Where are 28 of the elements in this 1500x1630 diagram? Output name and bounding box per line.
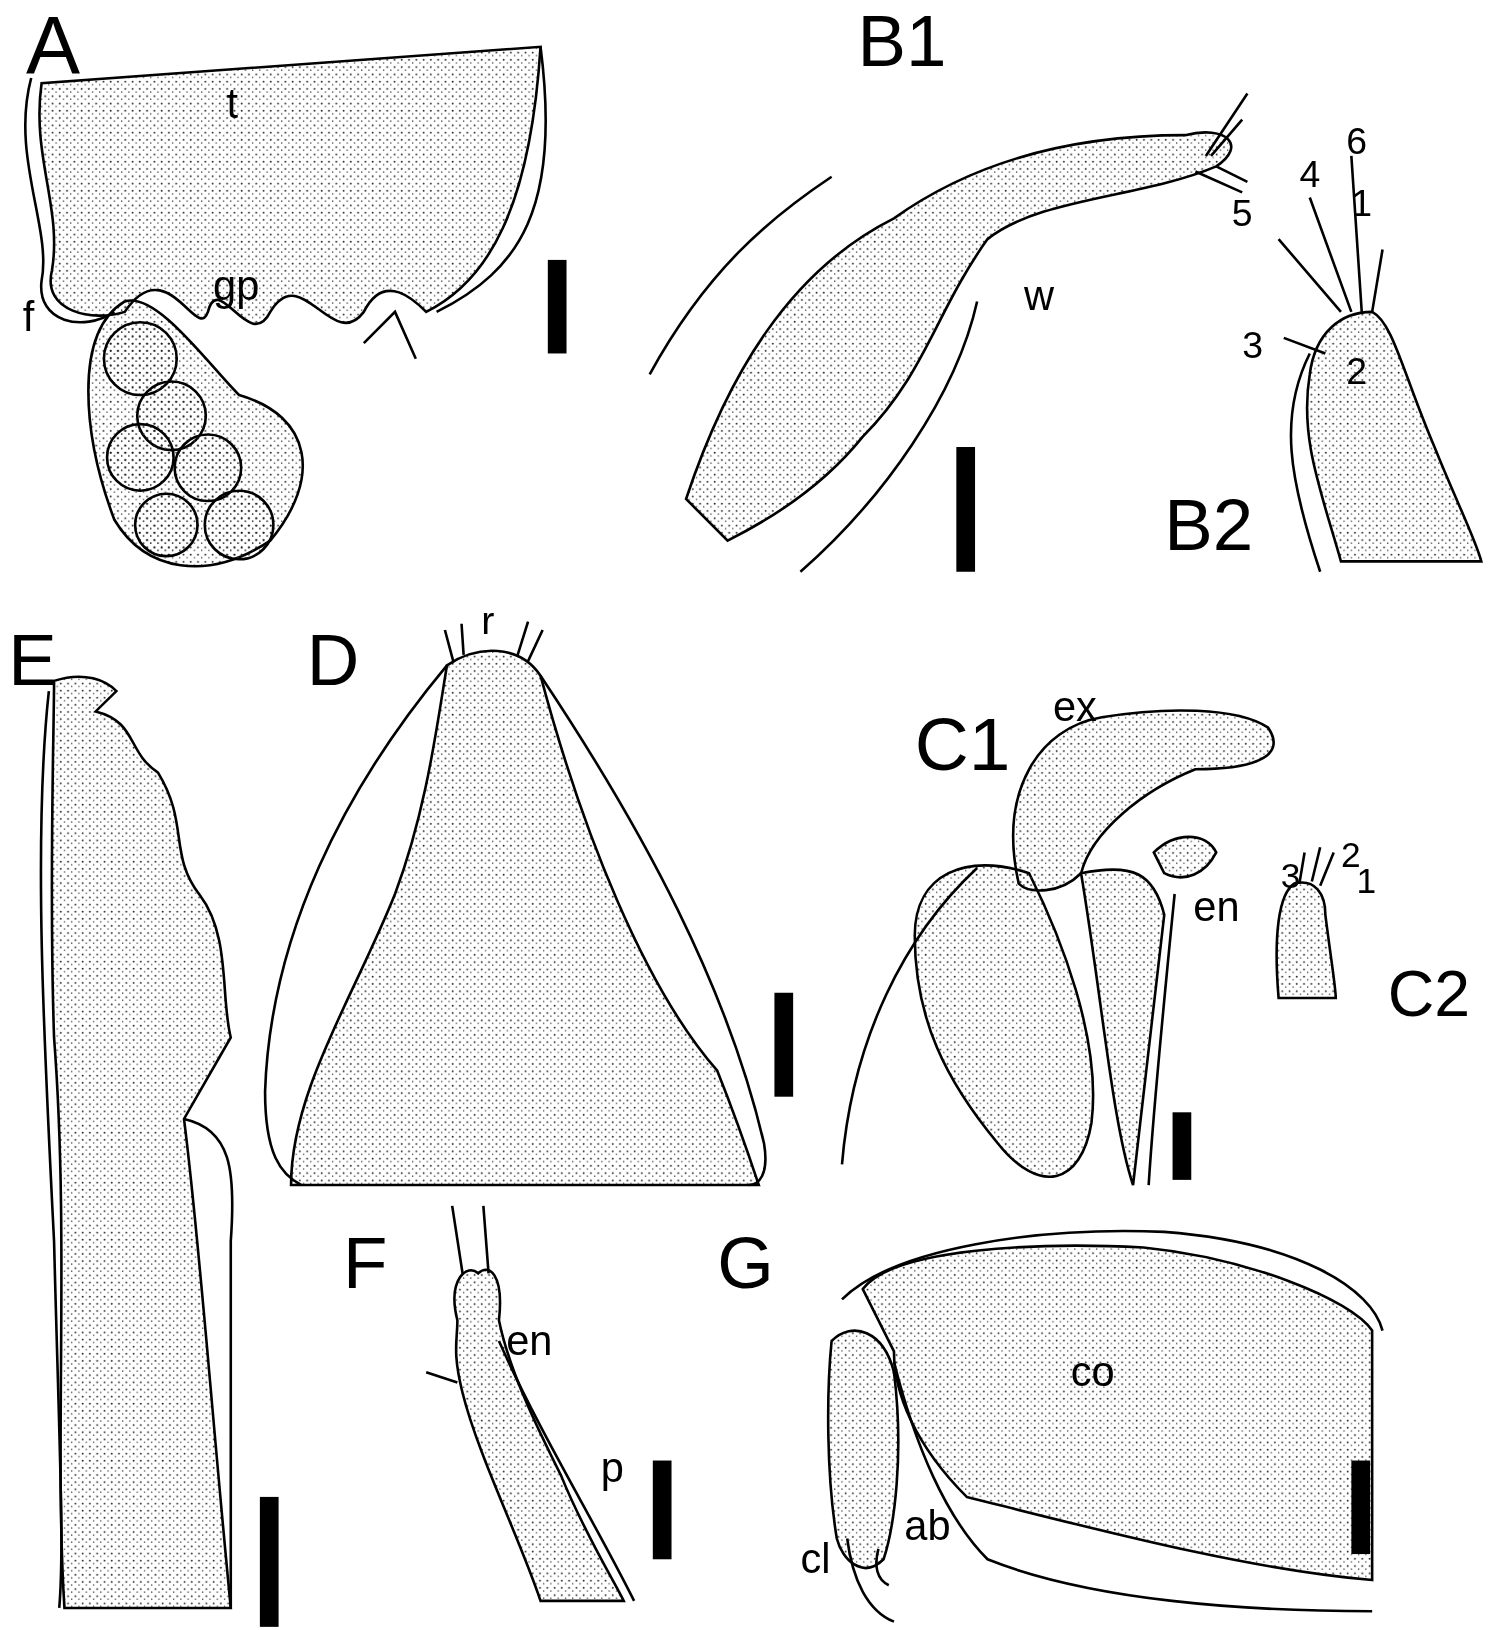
panel-letter: A: [26, 5, 81, 87]
structure-label: f: [22, 296, 35, 338]
seta-number: 2: [1340, 836, 1361, 873]
structure-label: cl: [800, 1538, 831, 1581]
panel-letter: D: [306, 623, 360, 697]
seta-number: 3: [1242, 327, 1263, 365]
panel-letter: G: [717, 1226, 774, 1300]
structure-label: gp: [213, 265, 260, 307]
structure-label: t: [226, 83, 239, 125]
structure-label: r: [481, 600, 495, 641]
panel-letter: F: [343, 1226, 388, 1300]
structure-label: en: [506, 1320, 553, 1362]
structure-label: p: [600, 1447, 624, 1489]
panel-letter: B1: [857, 5, 947, 78]
panel-letter: C1: [914, 706, 1011, 782]
seta-number: 5: [1231, 195, 1253, 233]
panel-letter: E: [8, 623, 57, 697]
panel-letter: B2: [1164, 488, 1254, 562]
structure-label: w: [1023, 275, 1054, 318]
seta-number: 6: [1346, 122, 1367, 161]
panel-letter: C2: [1387, 961, 1471, 1026]
structure-label: en: [1193, 885, 1240, 928]
structure-label: ex: [1053, 686, 1097, 728]
structure-label: co: [1070, 1351, 1115, 1393]
seta-number: 4: [1299, 155, 1321, 194]
structure-label: ab: [904, 1505, 951, 1547]
seta-number: 1: [1351, 185, 1373, 223]
seta-number: 2: [1346, 353, 1367, 391]
